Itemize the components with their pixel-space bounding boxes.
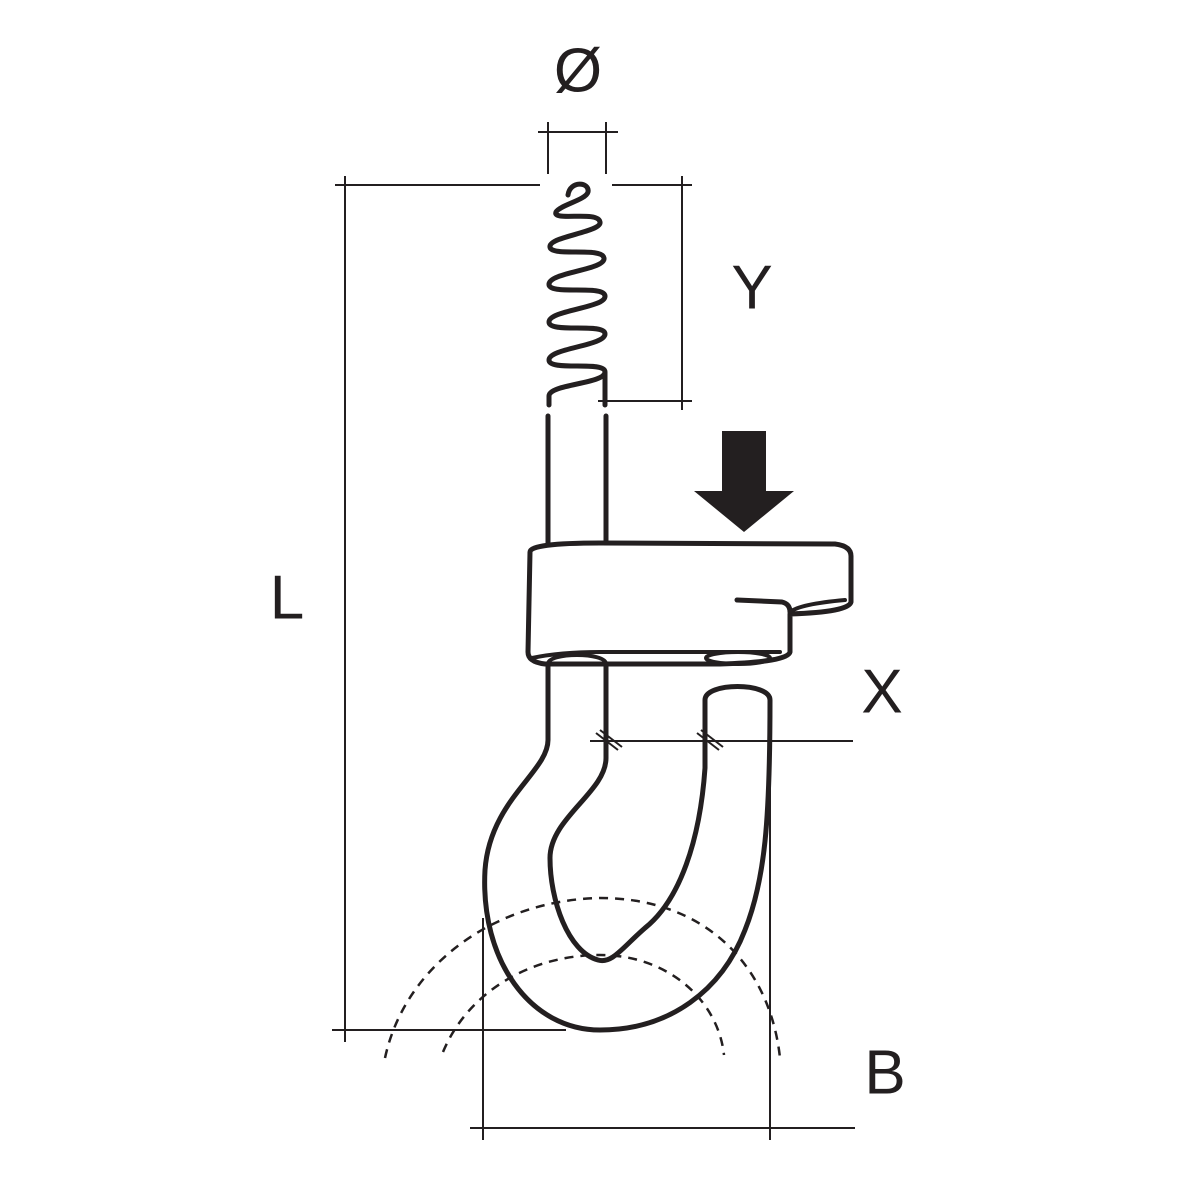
label-total-length: L: [270, 563, 304, 632]
width-dimension: [470, 785, 855, 1140]
thread-length-dimension: [598, 176, 692, 410]
label-diameter: Ø: [554, 36, 602, 105]
screw-thread: [546, 181, 608, 408]
hook-body: [482, 661, 773, 1033]
label-width: B: [864, 1038, 905, 1107]
opening-dimension: [590, 729, 853, 751]
rope-outline: [383, 896, 782, 1059]
label-thread-length: Y: [731, 253, 772, 322]
safety-collar: [525, 540, 854, 667]
length-dimension: [332, 176, 566, 1042]
collar-slot-edge: [788, 598, 847, 614]
hook-shank-top: [546, 653, 608, 666]
collar-bottom-edge: [530, 650, 782, 660]
label-opening: X: [861, 657, 902, 726]
diameter-dimension: [538, 122, 618, 174]
arrow-down-icon: [694, 431, 794, 532]
collar-hole: [704, 650, 772, 666]
